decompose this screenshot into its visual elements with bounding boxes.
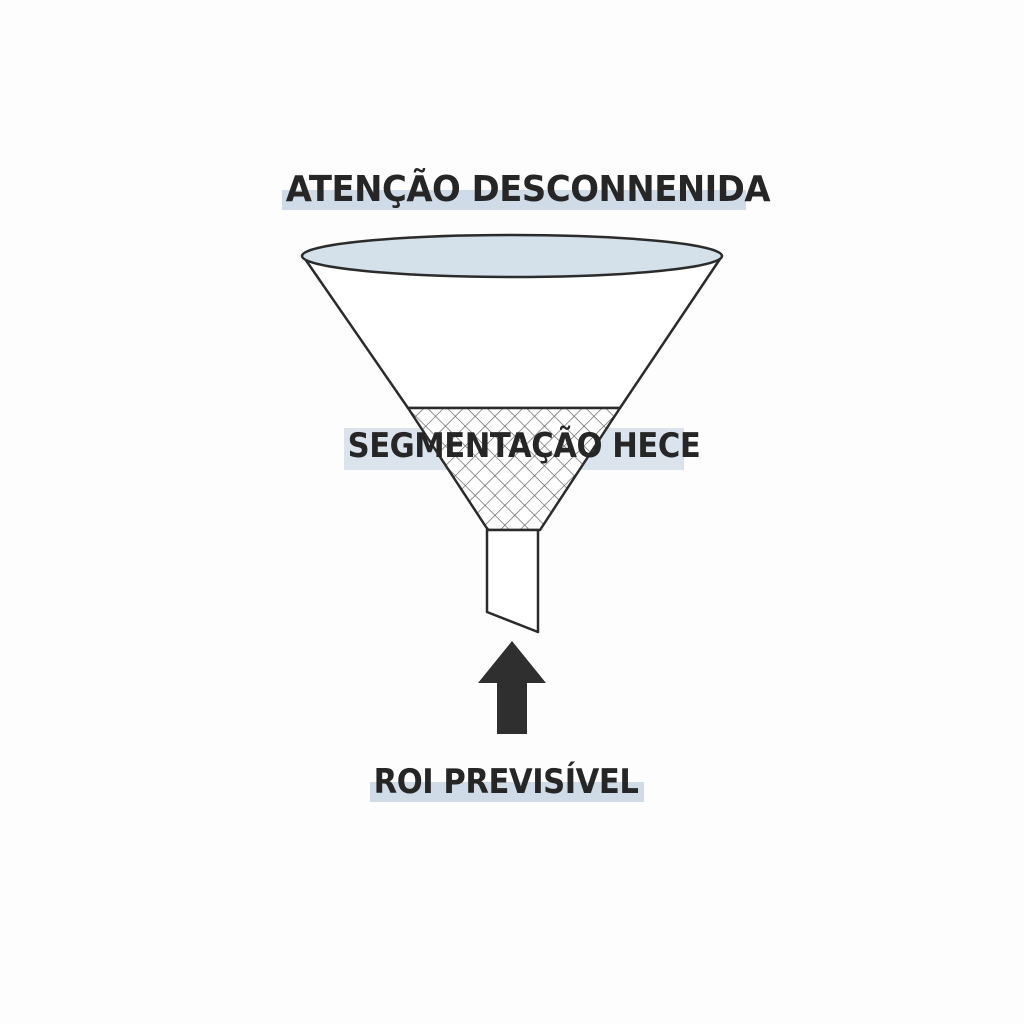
funnel-spout	[485, 528, 540, 634]
funnel-icon	[300, 233, 724, 634]
funnel-filter-mesh	[406, 406, 622, 532]
label-middle: SEGMENTAÇÃO HECE	[347, 426, 701, 466]
funnel-rim	[300, 233, 724, 279]
arrow-up-icon	[478, 641, 546, 734]
funnel-body	[301, 254, 724, 410]
label-top: ATENÇÃO DESCONNENIDA	[285, 169, 771, 210]
label-top-highlight	[282, 190, 746, 210]
label-bottom: ROI PREVISÍVEL	[373, 762, 639, 802]
label-bottom-highlight	[370, 782, 644, 802]
